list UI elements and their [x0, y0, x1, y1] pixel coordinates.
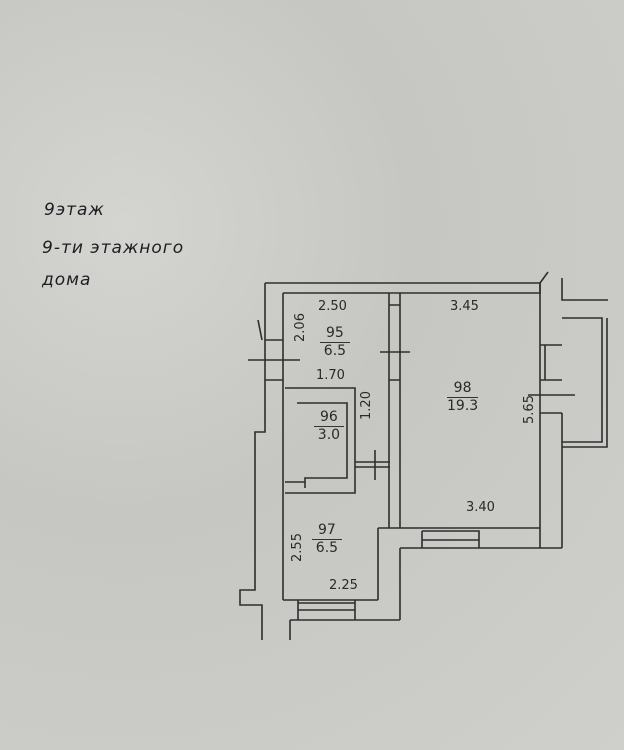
room-97-area: 6.5 [315, 540, 339, 556]
room-95-label: 95 6.5 [320, 325, 350, 360]
wall-room-96 [285, 387, 356, 494]
balcony [562, 317, 608, 448]
dim-5-65: 5.65 [521, 395, 537, 424]
room-98-area: 19.3 [447, 398, 479, 414]
window-left [248, 319, 300, 381]
floor-title-line1: 9этаж [44, 200, 105, 220]
dim-2-55: 2.55 [289, 533, 305, 562]
dim-1-70: 1.70 [316, 368, 345, 383]
dim-3-40: 3.40 [466, 500, 495, 515]
window-right [528, 344, 575, 548]
door-partition [380, 304, 410, 381]
wall-right [539, 271, 608, 548]
floor-title-line3: дома [42, 270, 92, 290]
room-97-number: 97 [312, 522, 342, 540]
door-room-96 [355, 450, 390, 480]
room-96-number: 96 [314, 409, 344, 427]
room-95-area: 6.5 [323, 343, 347, 359]
window-bottom-98 [421, 530, 480, 548]
wall-bottom-97 [283, 599, 400, 640]
room-98-number: 98 [447, 380, 479, 398]
room-96-area: 3.0 [317, 427, 341, 443]
room-98-label: 98 19.3 [447, 380, 479, 415]
window-bottom-97 [297, 600, 356, 620]
room-96-label: 96 3.0 [314, 409, 344, 444]
wall-partition [388, 293, 401, 528]
room-97-label: 97 6.5 [312, 522, 342, 557]
wall-top [265, 282, 541, 294]
dim-2-25: 2.25 [329, 578, 358, 593]
room-95-number: 95 [320, 325, 350, 343]
dim-1-20: 1.20 [358, 391, 374, 420]
dim-3-45: 3.45 [450, 299, 479, 314]
floor-title-line2: 9-ти этажного [42, 238, 185, 258]
wall-bottom-98 [377, 527, 562, 620]
dim-2-50: 2.50 [318, 299, 347, 314]
dim-2-06: 2.06 [292, 313, 308, 342]
wall-left [239, 283, 266, 640]
